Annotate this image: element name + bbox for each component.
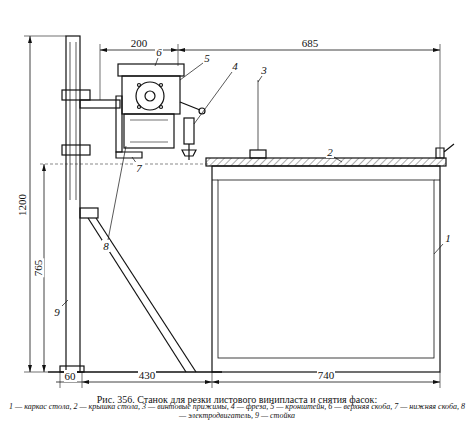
callout-number: 9 [53,306,61,318]
dimension: 430 [138,369,157,381]
callout-number: 1 [444,232,452,244]
dimension: 200 [130,37,149,49]
callout-number: 7 [135,162,143,174]
callout-number: 2 [326,146,334,158]
dimension: 685 [301,37,320,49]
dimension: 765 [32,259,44,278]
callout-number: 8 [102,240,110,252]
dimension: 740 [317,369,336,381]
callout-number: 4 [231,60,239,72]
dimension: 60 [64,370,77,382]
callout-number: 3 [260,64,268,76]
callout-number: 5 [203,52,211,64]
parts-list: 1 — каркас стола, 2 — крышка стола, 3 — … [7,403,467,421]
callout-number: 6 [155,46,163,58]
dimension: 1200 [16,193,28,217]
